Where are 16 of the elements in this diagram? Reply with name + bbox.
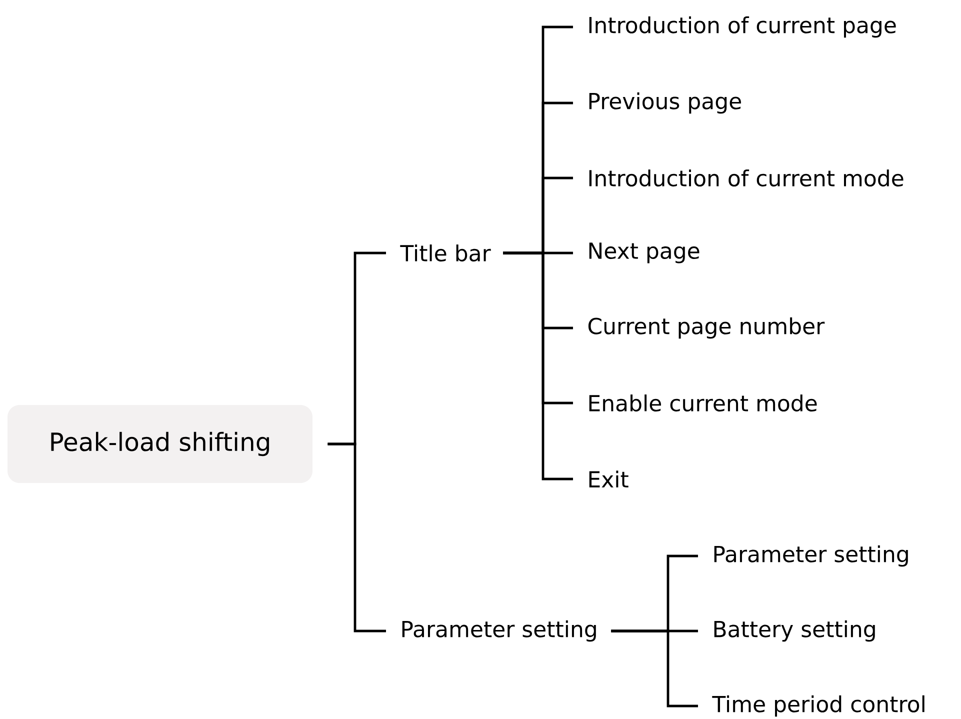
leaf-label: Next page [589,242,700,264]
leaf-label: Time period control [712,695,924,717]
leaf-label: Exit [589,470,628,488]
branch-label: Parameter setting [402,620,596,642]
connector-line [328,442,386,632]
leaf-label: Battery setting [714,620,875,642]
branch-label: Title bar [400,244,491,262]
leaf-label: Previous page [589,92,741,114]
root-box: Peak-load shifting [8,405,312,483]
connector-line [503,252,573,480]
leaf-label: Current page number [588,317,825,339]
connector-line [611,630,698,708]
leaf-label: Parameter setting [714,545,908,567]
leaf-label: Enable current mode [589,394,817,412]
leaf-label: Introduction of current mode [589,169,904,186]
leaf-label: Introduction of current page [589,16,896,38]
